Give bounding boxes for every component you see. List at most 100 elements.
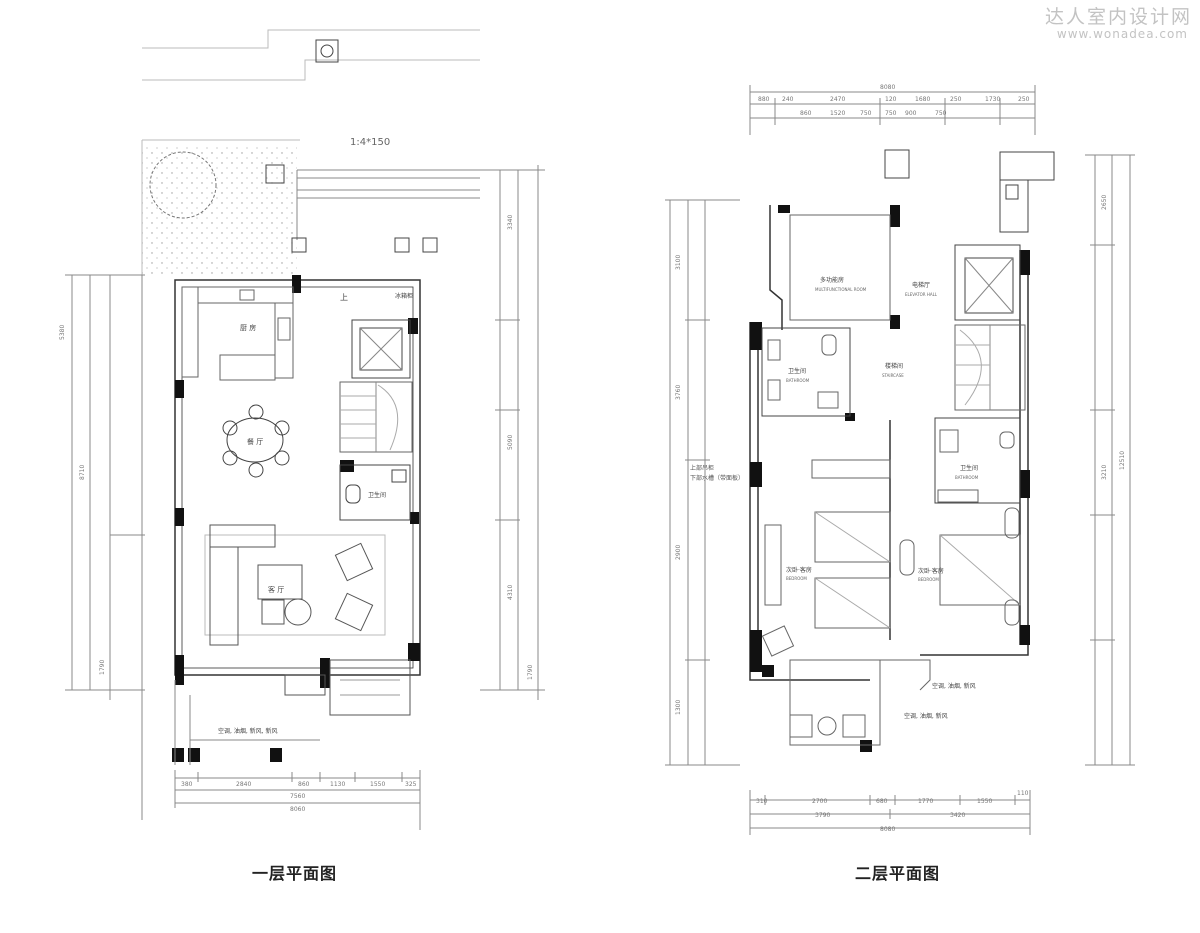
plan-2-caption: 二层平面图: [855, 864, 941, 883]
dim2-bottom-sub-1: 3790: [815, 812, 830, 819]
living-label: 客 厅: [268, 585, 284, 594]
structural-columns-2f: [750, 205, 1030, 752]
sink-icon: [239, 289, 255, 301]
dim-top-8: 250: [1018, 96, 1030, 103]
bathroom-2f-left: 卫生间 BATHROOM: [761, 327, 851, 417]
stove-icon: [277, 317, 291, 341]
bedroom-2f-left-label: 次卧·客房: [786, 566, 812, 574]
stair-elevator-core: 上 冰箱柜: [339, 292, 413, 453]
dim2-right-3: 12510: [1119, 451, 1126, 470]
dim2-left-1: 3100: [675, 255, 682, 270]
dim-top-sub-2: 1520: [830, 110, 845, 117]
dim2-bottom-1: 310: [756, 798, 768, 805]
garden-area: [142, 145, 297, 275]
dim-bottom-5: 1550: [370, 781, 385, 788]
outer-walls-2f: [749, 205, 1029, 681]
dim-top-7: 1730: [985, 96, 1000, 103]
dim2-bottom-total: 8080: [880, 826, 895, 833]
tree-icon: [149, 151, 217, 219]
dining-table: 餐 厅: [222, 404, 290, 478]
dim-left-3: 1790: [99, 660, 106, 675]
column-marker: [315, 39, 339, 63]
multipurpose-label-en: MULTIFUNCTIONAL ROOM: [815, 287, 867, 292]
dim-top-2: 240: [782, 96, 794, 103]
bathroom-2f-right: 卫生间 BATHROOM: [934, 417, 1021, 504]
note-upper-cabinet: 上部吊柜: [690, 464, 714, 472]
right-dimension-lines: [480, 165, 545, 700]
dim-top-4: 120: [885, 96, 897, 103]
dim-top-sub-1: 860: [800, 110, 812, 117]
balcony-2f: 空调, 油烟, 新风 空调, 油烟, 新风: [789, 659, 976, 746]
dim-top-6: 250: [950, 96, 962, 103]
elevator-hall: 电梯厅 ELEVATOR HALL: [905, 244, 1021, 321]
dim-bottom-1: 380: [181, 781, 193, 788]
stair-up-label: 上: [340, 293, 348, 302]
dim-top-sub-3: 750: [860, 110, 872, 117]
dim2-left-2: 3760: [675, 385, 682, 400]
bathroom-1f: 卫生间: [339, 464, 411, 521]
outer-walls: [174, 279, 421, 676]
dim2-bottom-3: 680: [876, 798, 888, 805]
dim-bottom-4: 1130: [330, 781, 345, 788]
dim-right-2: 5090: [507, 435, 514, 450]
living-room: 客 厅: [204, 524, 386, 646]
plan-1-ground-floor: 1:4*150: [59, 29, 545, 830]
dim-right-3: 4310: [507, 585, 514, 600]
dim-bottom-6: 325: [405, 781, 417, 788]
bedroom-2f-right: 次卧·客房 BEDROOM: [899, 507, 1021, 626]
bottom-dimension-lines: [174, 770, 421, 830]
dim-bottom-3: 860: [298, 781, 310, 788]
dim-bottom-2: 2840: [236, 781, 251, 788]
dim2-right-2: 3210: [1101, 465, 1108, 480]
plan-2-upper-floor: 8080 880 240 2470 120 1680 250 1730 250 …: [665, 84, 1135, 835]
elevator-hall-label-en: ELEVATOR HALL: [905, 292, 938, 297]
bottom-dimension-lines-2f: [749, 790, 1031, 835]
dim2-right-1: 2650: [1101, 195, 1108, 210]
bathroom-2f-left-label-en: BATHROOM: [786, 378, 810, 383]
note-lower-sink: 下部水槽（带面板）: [690, 474, 744, 482]
dim2-left-4: 1300: [675, 700, 682, 715]
dim2-left-3: 2900: [675, 545, 682, 560]
dim-bottom-total1: 7560: [290, 793, 305, 800]
watermark-title: 达人室内设计网: [1044, 6, 1192, 28]
fridge-label: 冰箱柜: [395, 292, 413, 300]
staircase-label-en: STAIRCASE: [882, 373, 904, 378]
aircon-note-2f-2: 空调, 油烟, 新风: [904, 712, 948, 720]
terrace-rails: [296, 169, 480, 240]
structural-columns: [172, 275, 420, 762]
slope-label: 1:4*150: [350, 137, 390, 148]
bedroom-2f-left: 次卧·客房 BEDROOM: [761, 420, 891, 657]
bathroom-2f-right-label: 卫生间: [960, 464, 978, 472]
dim-right-1: 3340: [507, 215, 514, 230]
right-dimension-lines-2f: [1085, 154, 1135, 766]
dim-left-1: 5380: [59, 325, 66, 340]
dim-top-total: 8080: [880, 84, 895, 91]
top-dimension-lines: [749, 85, 1036, 135]
dim-right-4: 1790: [527, 665, 534, 680]
dim-top-5: 1680: [915, 96, 930, 103]
dim-top-1: 880: [758, 96, 770, 103]
bathroom-2f-right-label-en: BATHROOM: [955, 475, 979, 480]
staircase: 楼梯间 STAIRCASE: [882, 324, 1026, 411]
plan-1-caption: 一层平面图: [252, 864, 338, 883]
aircon-note-1f: 空调, 油烟, 新风, 新风: [218, 727, 277, 735]
bathroom-2f-left-label: 卫生间: [788, 367, 806, 375]
kitchen: 厨 房: [181, 286, 294, 381]
left-dimension-lines-2f: [665, 199, 740, 766]
dim-left-2: 8710: [79, 465, 86, 480]
entrance-porch: 空调, 油烟, 新风, 新风: [174, 659, 411, 765]
bedroom-2f-right-label-en: BEDROOM: [918, 577, 939, 582]
dim-top-3: 2470: [830, 96, 845, 103]
bedroom-2f-right-label: 次卧·客房: [918, 567, 944, 575]
aircon-note-2f-1: 空调, 油烟, 新风: [932, 682, 976, 690]
dining-label: 餐 厅: [247, 437, 263, 446]
watermark-url: www.wonadea.com: [1056, 27, 1188, 41]
staircase-label: 楼梯间: [885, 362, 903, 370]
dim2-bottom-sub-2: 3420: [950, 812, 965, 819]
bathroom-label: 卫生间: [368, 491, 386, 499]
elevator-hall-label: 电梯厅: [912, 281, 930, 289]
dim2-bottom-6: 110: [1017, 790, 1029, 797]
multipurpose-room: 多功能房 MULTIFUNCTIONAL ROOM: [789, 214, 891, 321]
